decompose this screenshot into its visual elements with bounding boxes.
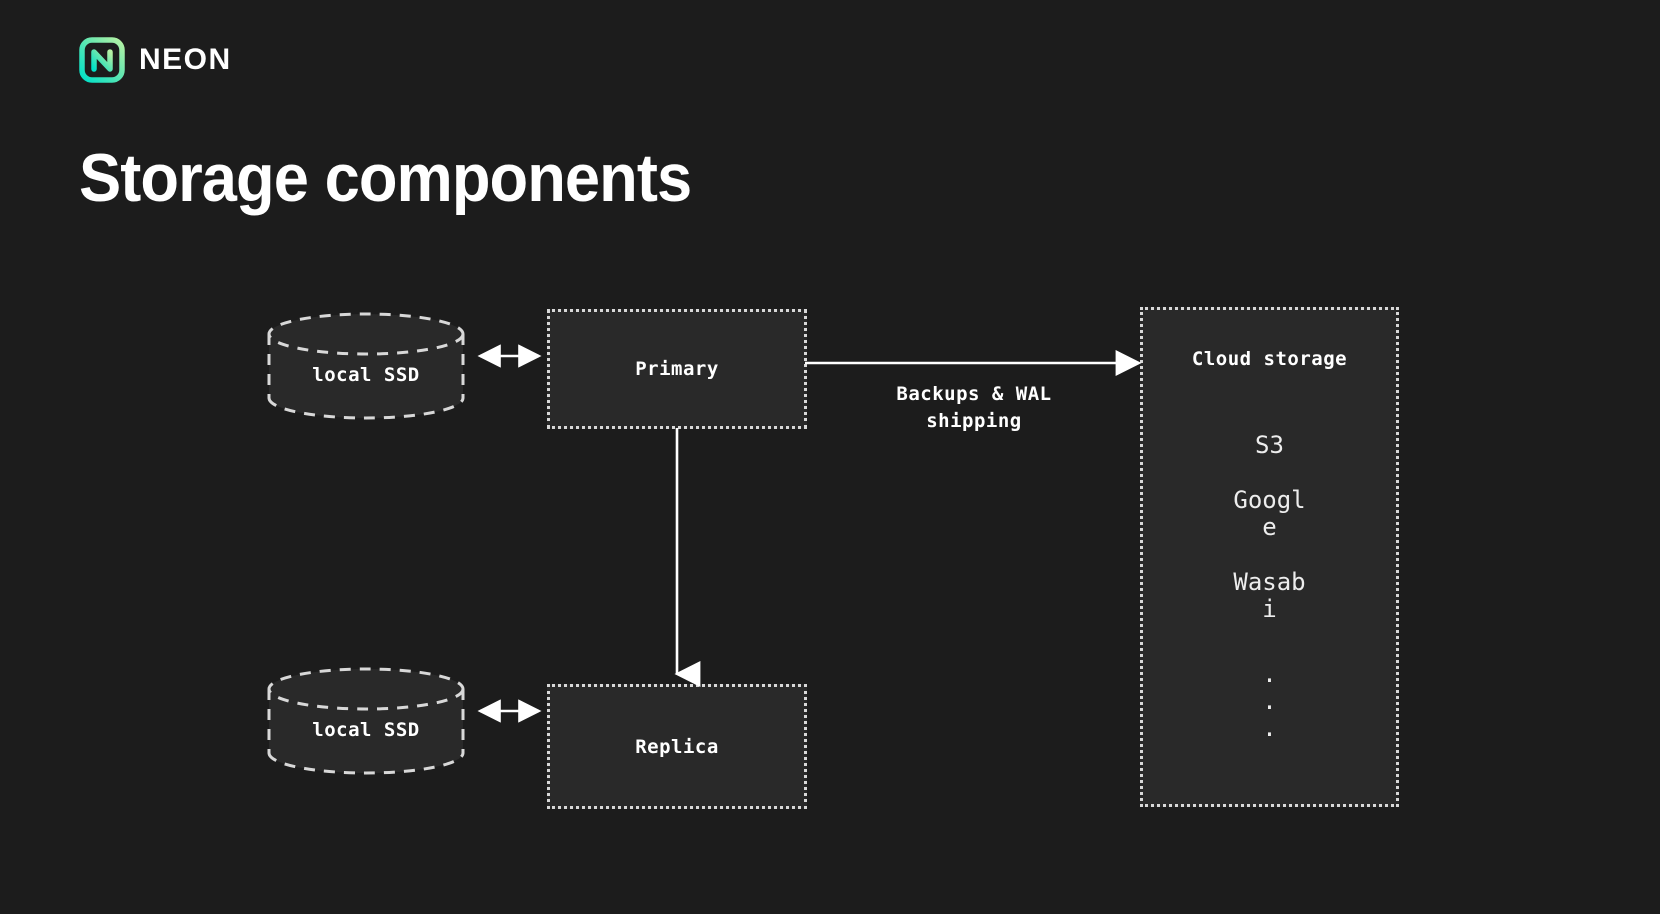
- node-label-local-ssd-top: local SSD: [312, 364, 420, 386]
- neon-logo-icon: [79, 37, 125, 83]
- cylinder-shape-icon: [267, 312, 465, 420]
- brand-name: NEON: [139, 43, 232, 76]
- edge-label-backups-wal-shipping: Backups & WAL shipping: [824, 381, 1124, 435]
- node-cloud-storage: Cloud storage S3 Google Wasabi . . .: [1140, 307, 1399, 807]
- node-label-local-ssd-bottom: local SSD: [312, 719, 420, 741]
- node-local-ssd-bottom: local SSD: [266, 667, 466, 775]
- cloud-ellipsis-dot: .: [1262, 687, 1277, 715]
- edge-primary-to-replica: [674, 428, 701, 687]
- cloud-provider-item: S3: [1255, 431, 1284, 459]
- node-primary: Primary: [547, 309, 807, 429]
- cloud-provider-item: Google: [1233, 486, 1306, 541]
- edge-local-ssd-top-to-primary: [477, 344, 542, 368]
- brand-logo: NEON: [79, 37, 232, 83]
- cloud-ellipsis: . . .: [1233, 661, 1307, 742]
- node-label-replica: Replica: [635, 735, 719, 758]
- cloud-ellipsis-dot: .: [1262, 660, 1277, 688]
- node-replica: Replica: [547, 684, 807, 809]
- page-title: Storage components: [79, 140, 692, 216]
- cloud-ellipsis-dot: .: [1262, 714, 1277, 742]
- edge-label-line-1: Backups & WAL: [896, 383, 1052, 405]
- edge-primary-to-cloud: [805, 350, 1142, 376]
- node-local-ssd-top: local SSD: [266, 312, 466, 420]
- cloud-provider-item: Wasabi: [1233, 568, 1306, 623]
- node-label-primary: Primary: [635, 358, 719, 380]
- cylinder-shape-icon: [267, 667, 465, 775]
- node-label-cloud-storage: Cloud storage: [1191, 348, 1348, 370]
- edge-local-ssd-bottom-to-replica: [477, 699, 542, 723]
- edge-label-line-2: shipping: [926, 410, 1022, 432]
